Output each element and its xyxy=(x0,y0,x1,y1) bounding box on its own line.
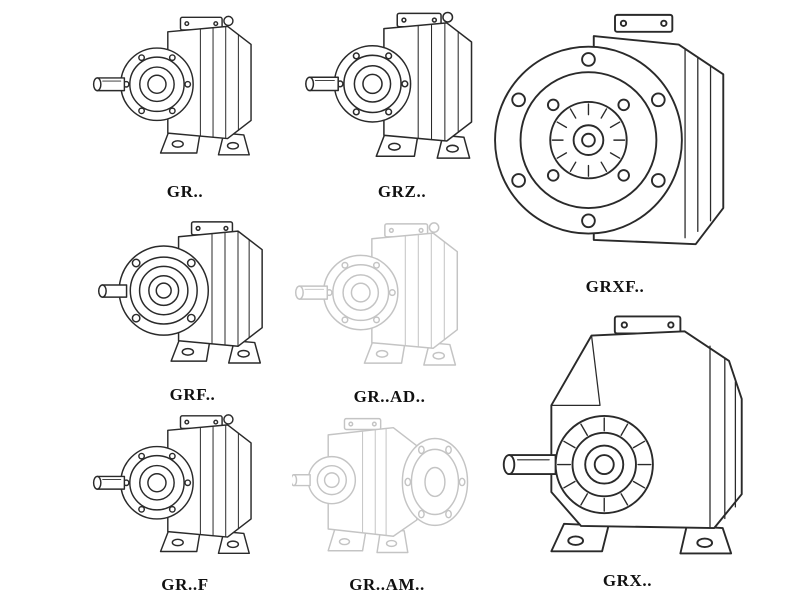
figure-gr: GR.. xyxy=(90,2,280,205)
figure-grxf: GRXF.. xyxy=(480,0,750,300)
figure-gr-ad: GR..AD.. xyxy=(292,214,487,410)
figure-label-grf: GRF.. xyxy=(169,385,216,404)
figure-label-gr-am: GR..AM.. xyxy=(349,575,425,594)
gear-unit-flange-foot-drawing xyxy=(95,212,290,384)
figure-label-gr-f: GR..F xyxy=(161,575,209,594)
gear-unit-foot-icon xyxy=(94,415,251,553)
figure-label-grxf: GRXF.. xyxy=(585,277,645,296)
figure-label-grz: GRZ.. xyxy=(377,182,427,201)
figure-grf: GRF.. xyxy=(95,212,290,408)
gear-unit-foot-icon xyxy=(306,12,472,158)
figure-grx: GRX.. xyxy=(490,302,765,594)
gear-unit-foot-drawing xyxy=(302,2,502,181)
figure-label-gr-ad: GR..AD.. xyxy=(353,387,426,406)
figure-gr-f: GR..F xyxy=(90,406,280,598)
gear-unit-flange-front-drawing xyxy=(480,0,750,276)
gear-unit-foot-drawing xyxy=(90,2,280,181)
figure-gr-am: GR..AM.. xyxy=(292,408,482,598)
gear-unit-output-flange-icon xyxy=(292,419,468,553)
gear-unit-large-foot-drawing xyxy=(490,302,765,570)
gear-unit-foot-icon xyxy=(296,223,458,365)
gear-unit-foot-drawing xyxy=(90,406,280,574)
figure-grz: GRZ.. xyxy=(302,2,502,205)
gear-unit-adapter-ghost-drawing xyxy=(292,214,487,386)
gear-unit-output-flange-ghost-drawing xyxy=(292,408,482,574)
gear-unit-large-foot-icon xyxy=(504,316,742,553)
figure-label-grx: GRX.. xyxy=(602,571,653,590)
gear-unit-flange-foot-icon xyxy=(99,222,262,363)
gear-unit-foot-icon xyxy=(94,16,251,154)
gear-unit-flange-front-icon xyxy=(495,15,723,244)
figure-label-gr: GR.. xyxy=(166,182,204,201)
